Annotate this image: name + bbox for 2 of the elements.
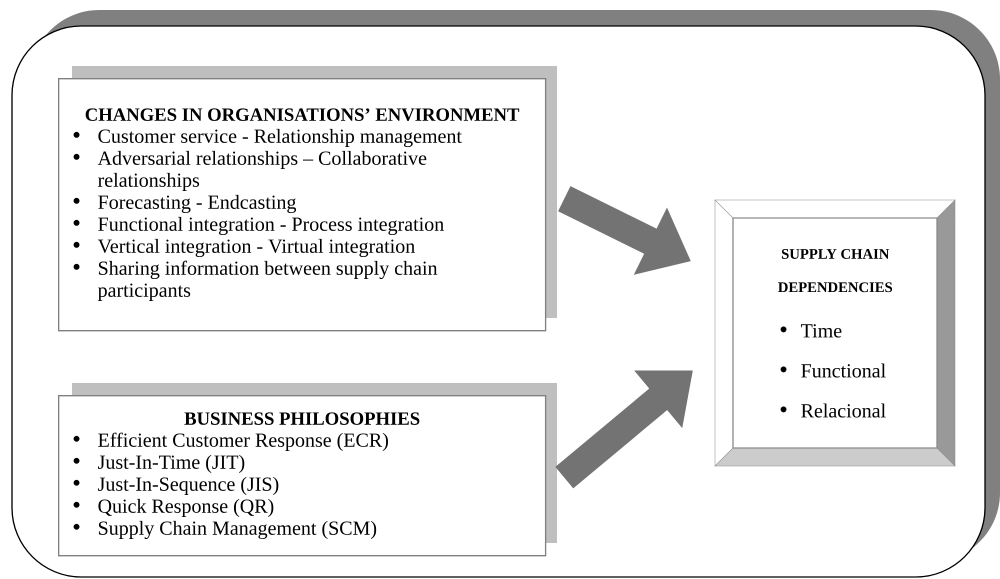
text-box: CHANGES IN ORGANISATIONS’ ENVIRONMENT Customer service - Relationship management Adversarial relationships – Collaborative relationships Forecasting - Endcasting Functional integration - Process integration Vertical integration - Virtual integration Sharing information between supply chain participants bbox=[58, 66, 557, 332]
text-box: BUSINESS PHILOSOPHIES Efficient Customer Response (ECR) Just-In-Time (JIT) Just-In-Sequence (JIS) Quick Response (QR) Supply Chain Management (SCM) bbox=[58, 383, 557, 556]
